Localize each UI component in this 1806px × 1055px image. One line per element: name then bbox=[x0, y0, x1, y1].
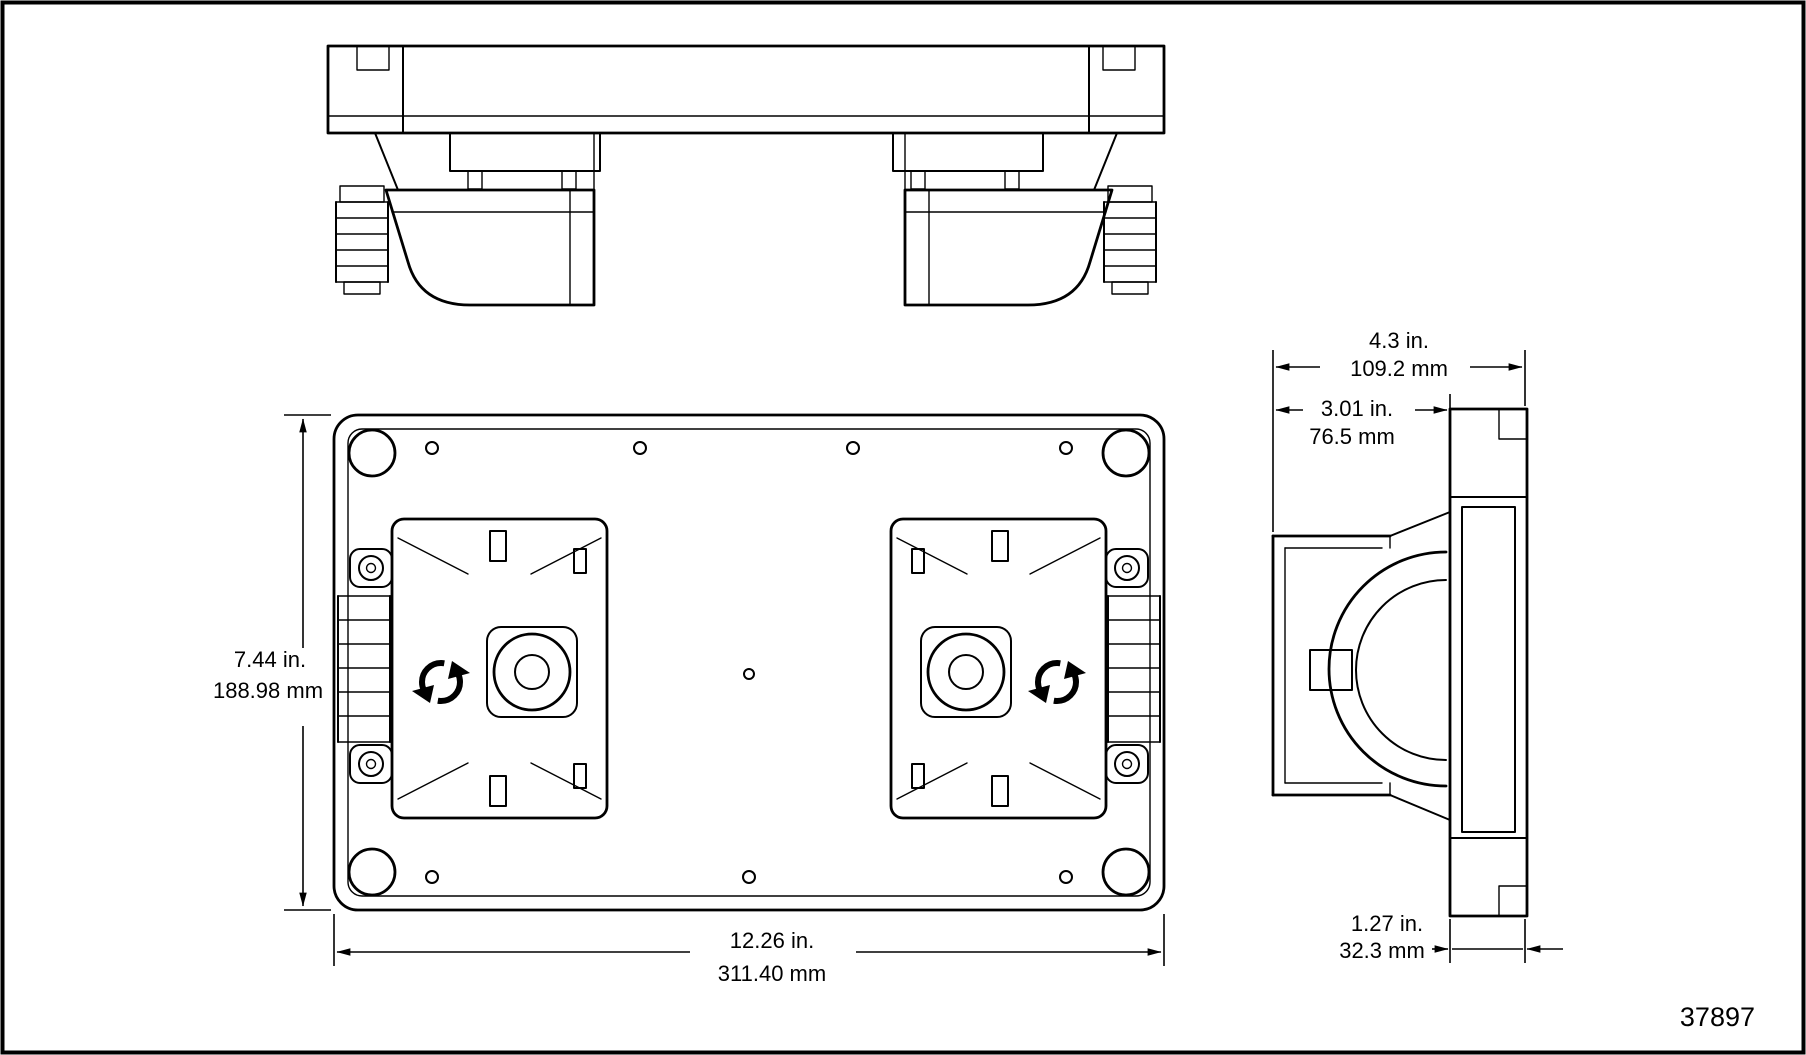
ear-tabs bbox=[349, 548, 393, 784]
ear-tabs bbox=[1105, 548, 1149, 784]
dim-plate-width-in: 12.26 in. bbox=[730, 928, 814, 953]
rotate-arrows-icon bbox=[412, 660, 470, 704]
dim-plate-thickness-mm: 32.3 mm bbox=[1339, 938, 1425, 963]
latch-left bbox=[337, 517, 609, 820]
housing-left bbox=[384, 188, 596, 307]
latch-right bbox=[889, 517, 1161, 820]
dim-side-width-mm: 109.2 mm bbox=[1350, 356, 1448, 381]
top-rail bbox=[326, 44, 1166, 135]
mount-feet-left bbox=[449, 132, 601, 190]
spring-clip-right bbox=[1103, 185, 1157, 295]
dimension-plate-width: 12.26 in. 311.40 mm bbox=[333, 914, 1165, 986]
plate-edge bbox=[1448, 407, 1529, 918]
spring-hatch bbox=[335, 201, 389, 283]
figure-number: 37897 bbox=[1680, 1002, 1755, 1032]
mount-feet-right bbox=[892, 132, 1044, 190]
spring-hatch bbox=[337, 595, 391, 743]
side-view bbox=[1271, 407, 1529, 918]
dim-plate-height-in: 7.44 in. bbox=[234, 647, 306, 672]
corner-notch-left bbox=[356, 45, 390, 71]
spring-clip-left bbox=[335, 185, 389, 295]
latch-boss bbox=[492, 632, 572, 712]
dimension-plate-thickness: 1.27 in. 32.3 mm bbox=[1339, 911, 1563, 963]
dim-plate-width-mm: 311.40 mm bbox=[718, 961, 826, 986]
top-view bbox=[326, 44, 1166, 307]
dim-side-width-in: 4.3 in. bbox=[1369, 328, 1429, 353]
corner-notch-right bbox=[1102, 45, 1136, 71]
dimension-housing-depth: 3.01 in. 76.5 mm bbox=[1275, 394, 1451, 449]
spring-hatch bbox=[1103, 201, 1157, 283]
dimension-plate-height: 7.44 in. 188.98 mm bbox=[213, 414, 331, 911]
dim-housing-depth-mm: 76.5 mm bbox=[1309, 424, 1395, 449]
housing-right bbox=[903, 188, 1114, 307]
small-holes bbox=[425, 441, 1073, 884]
housing-profile bbox=[1271, 511, 1451, 821]
rotate-arrows-icon bbox=[1028, 660, 1086, 704]
plan-view bbox=[332, 413, 1166, 912]
latch-boss bbox=[926, 632, 1006, 712]
corner-holes bbox=[347, 428, 1151, 897]
base-plate bbox=[332, 413, 1166, 912]
dim-housing-depth-in: 3.01 in. bbox=[1321, 396, 1393, 421]
spring-hatch bbox=[1107, 595, 1161, 743]
dome-outline bbox=[1327, 550, 1448, 788]
dim-plate-height-mm: 188.98 mm bbox=[213, 678, 323, 703]
dim-plate-thickness-in: 1.27 in. bbox=[1351, 911, 1423, 936]
dimension-side-width: 4.3 in. 109.2 mm bbox=[1272, 328, 1526, 532]
slot bbox=[1309, 649, 1353, 691]
